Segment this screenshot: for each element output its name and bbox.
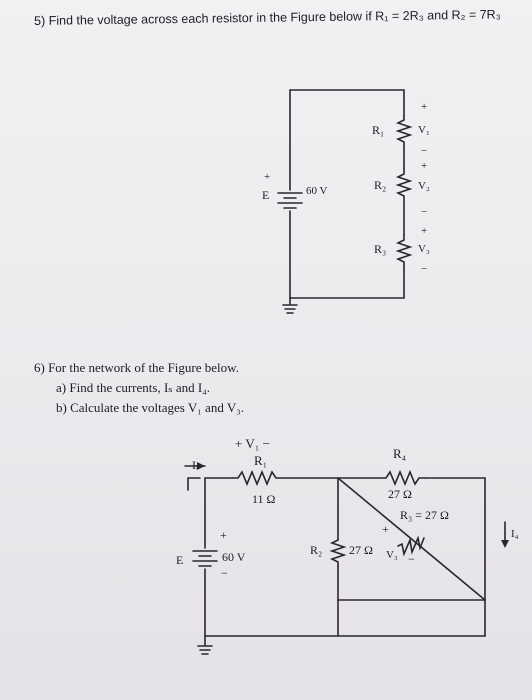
c5-v1-plus: + (421, 101, 428, 113)
c6-r4-value: 27 Ω (388, 487, 412, 501)
c5-v2-plus: + (421, 160, 428, 172)
problem-6-title: 6) For the network of the Figure below. (34, 360, 239, 375)
c6-source-label: E (176, 553, 184, 567)
problem-6-part-b: b) Calculate the voltages V₁ and V₃. (56, 400, 245, 415)
c6-source-voltage: 60 V (222, 550, 246, 564)
c6-source-plus: + (220, 528, 227, 542)
c6-r3-label: R₃ = 27 Ω (400, 508, 449, 522)
c5-v3-label: V₃ (418, 243, 430, 255)
c6-r2-value: 27 Ω (349, 543, 373, 557)
c6-i4-label: I₄ (511, 528, 519, 540)
resistor-r1-6-zigzag (232, 469, 286, 487)
c6-v1-label: + V₁ − (235, 436, 270, 451)
c6-is-label: Iₛ (192, 458, 201, 472)
c6-r2-label: R₂ (310, 543, 323, 557)
circuit-5-wiring (277, 89, 405, 314)
c6-r1-value: 11 Ω (252, 492, 276, 506)
c5-r3-label: R₃ (374, 242, 387, 256)
i4-arrowhead (501, 540, 509, 548)
c6-r4-label: R₄ (393, 446, 407, 461)
c5-source-plus: + (264, 171, 271, 183)
c6-v3-minus: − (408, 552, 415, 566)
resistor-r3-zigzag (395, 234, 413, 269)
resistor-r4-zigzag (381, 469, 426, 487)
c5-r1-label: R₁ (372, 123, 385, 137)
c6-r1-label: R₁ (254, 453, 268, 468)
c5-v2-label: V₂ (418, 180, 430, 192)
c6-v3-label: V₃ (386, 549, 398, 561)
c5-source-label: E (262, 188, 270, 202)
c5-v1-minus: − (421, 145, 428, 157)
circuit-6-wiring (184, 465, 506, 655)
is-arrowhead (197, 462, 205, 470)
resistor-r2-zigzag (395, 167, 413, 236)
c5-v3-minus: − (421, 263, 428, 275)
resistor-r3-6-zigzag (397, 535, 425, 557)
c6-v3-plus: + (382, 522, 389, 536)
c6-source-minus: − (221, 566, 228, 580)
resistor-r2-6-zigzag (329, 539, 347, 567)
c5-v3-plus: + (421, 225, 428, 237)
c5-source-voltage: 60 V (306, 185, 328, 197)
problem-6-part-a: a) Find the currents, Iₛ and I₄. (56, 380, 211, 395)
resistor-r1-zigzag (395, 115, 413, 169)
c5-r2-label: R₂ (374, 178, 387, 192)
c5-v1-label: V₁ (418, 124, 430, 136)
c5-v2-minus: − (421, 206, 428, 218)
